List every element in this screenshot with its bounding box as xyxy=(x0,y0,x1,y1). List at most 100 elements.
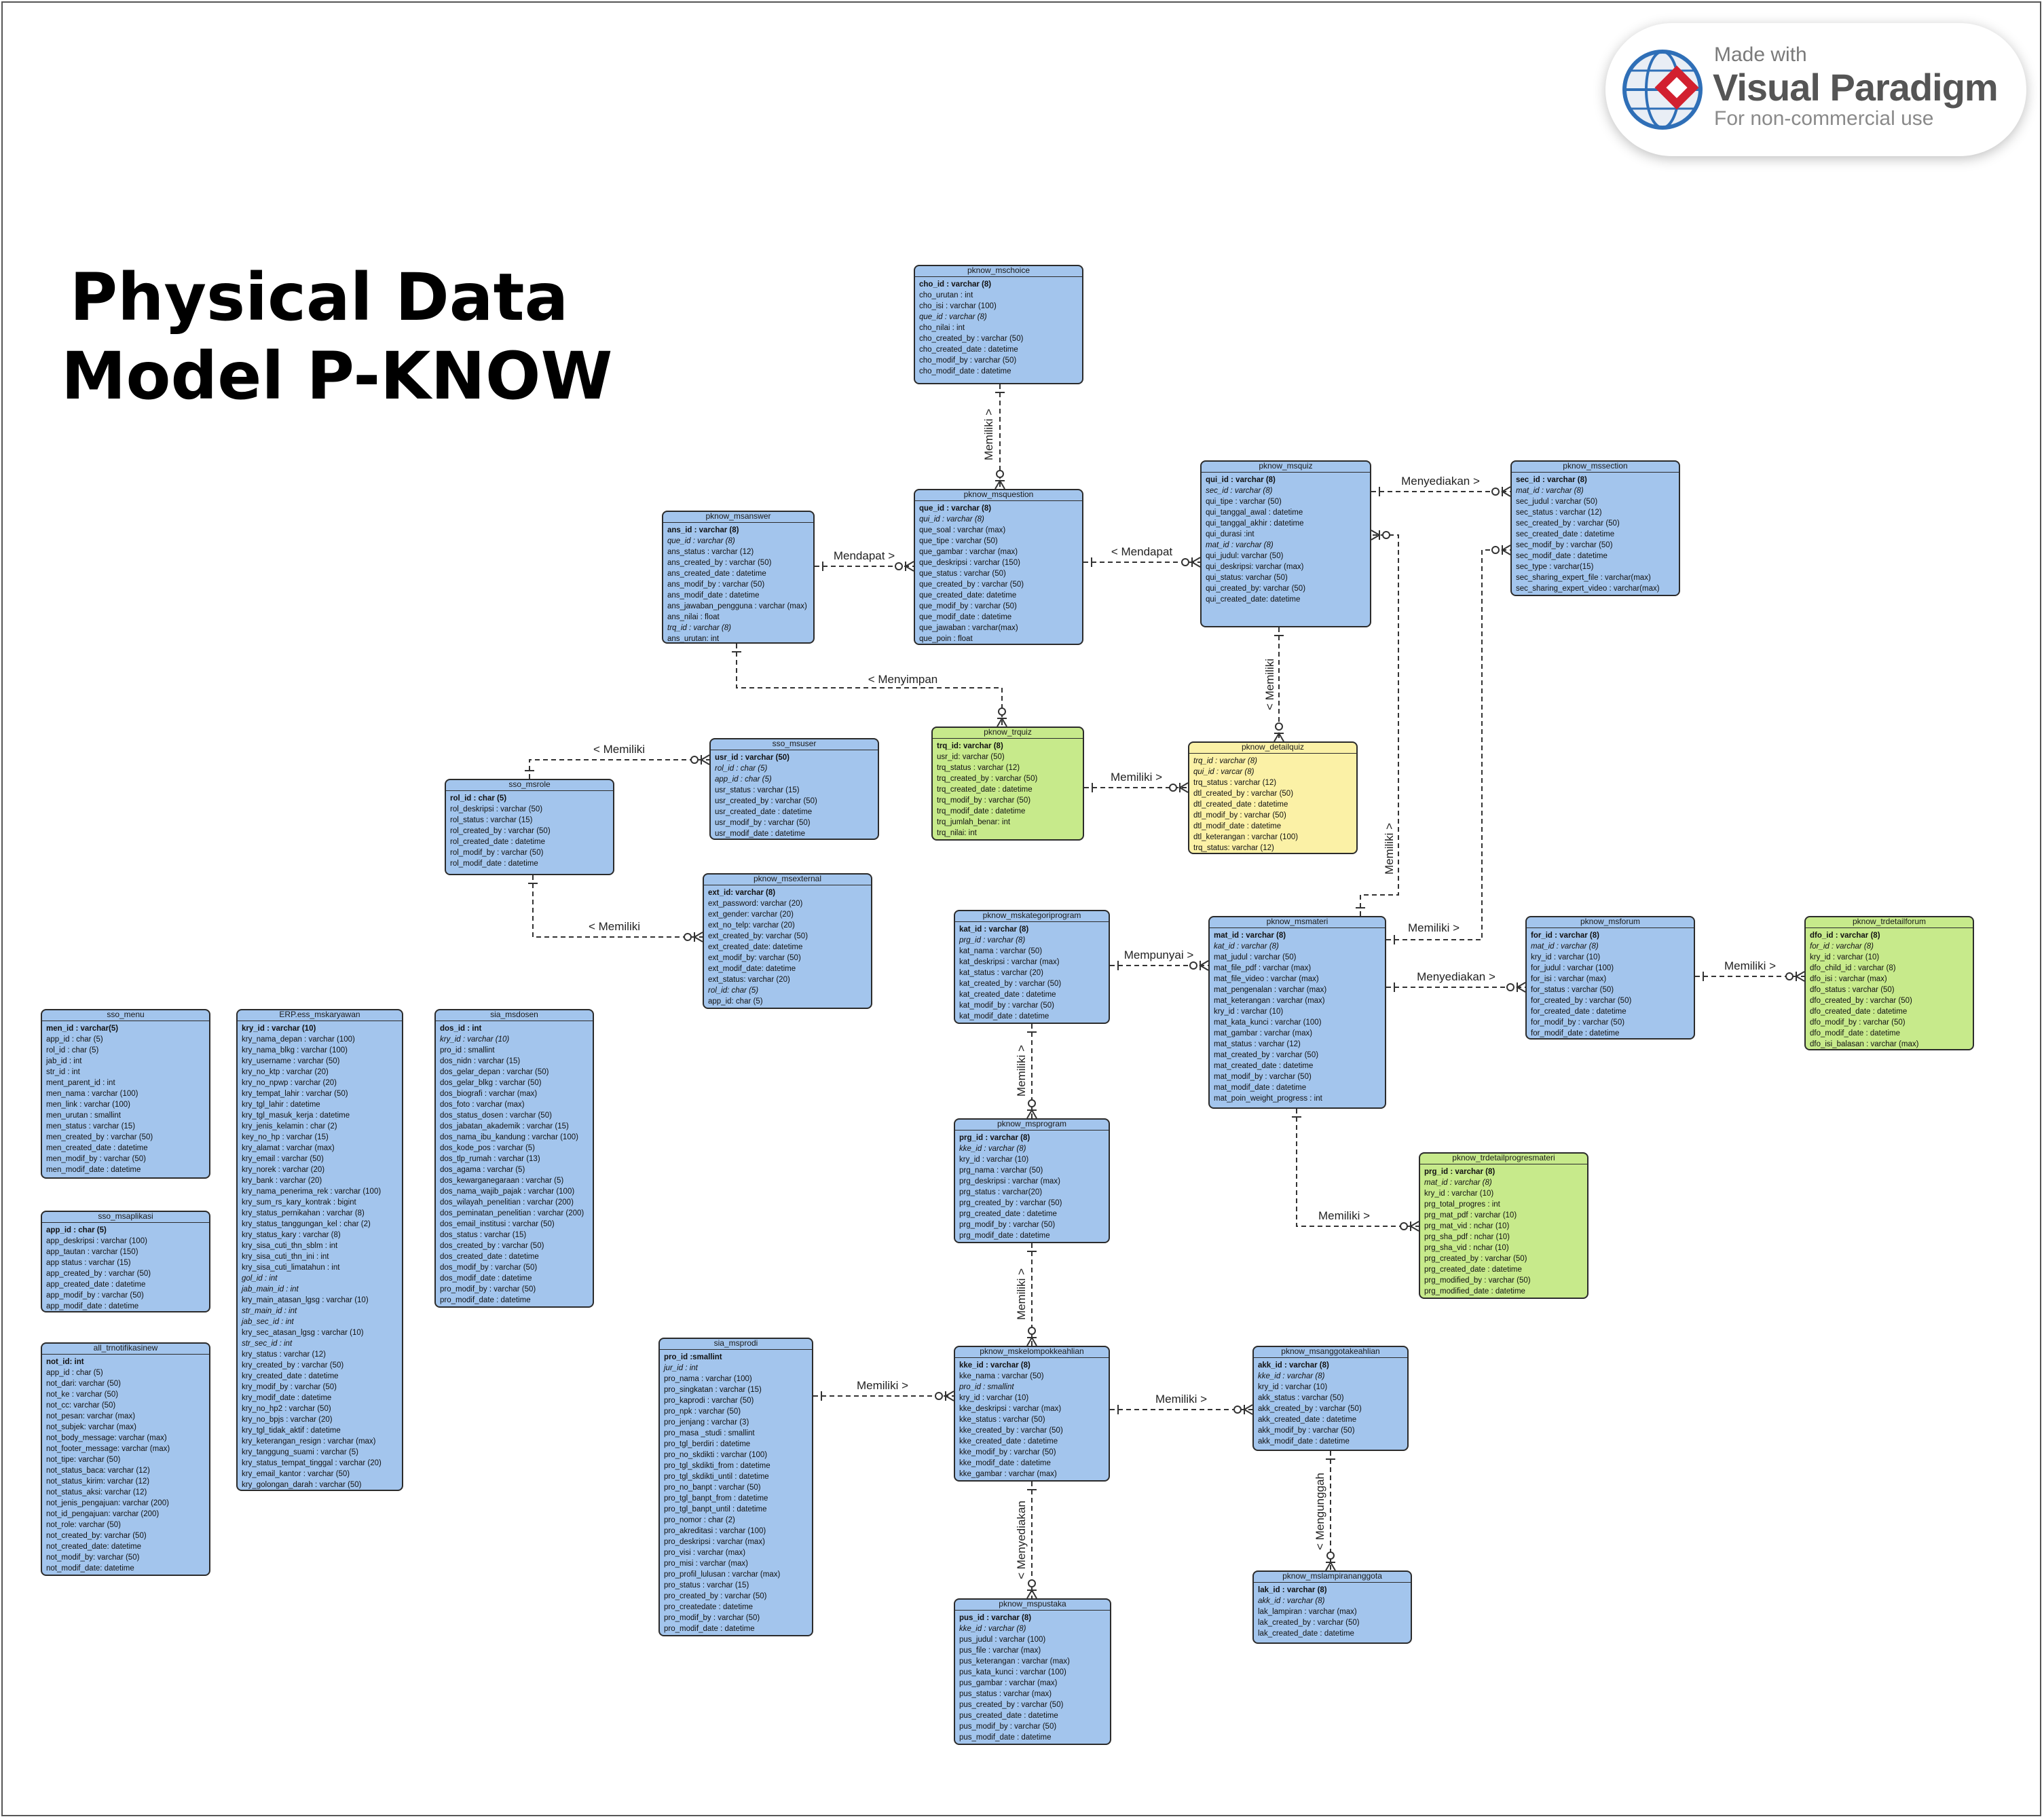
foreign-key-field: akk_id : varchar (8) xyxy=(1258,1597,1325,1605)
entity-field: rol_id : char (5) xyxy=(46,1046,99,1054)
primary-key-field: for_id : varchar (8) xyxy=(1531,932,1599,940)
entity-field: not_footer_message: varchar (max) xyxy=(46,1445,170,1453)
entity-field: trq_status : varchar (12) xyxy=(937,764,1020,772)
entity-field: akk_modif_by : varchar (50) xyxy=(1258,1427,1355,1435)
entity-field: mat_poin_weight_progress : int xyxy=(1214,1095,1322,1103)
entity-field: for_judul : varchar (100) xyxy=(1531,964,1614,972)
field-list: kry_id : varchar (10)kry_nama_depan : va… xyxy=(238,1021,402,1490)
entity-field: ans_jawaban_pengguna : varchar (max) xyxy=(667,602,807,610)
entity-field: lak_created_date : datetime xyxy=(1258,1630,1354,1638)
entity-field: que_modif_by : varchar (50) xyxy=(919,602,1017,610)
entity-field: kat_modif_date : datetime xyxy=(959,1012,1049,1021)
relationship-line[interactable] xyxy=(736,644,1003,727)
entity-field: men_urutan : smallint xyxy=(46,1111,121,1120)
entity-field: kry_tanggung_suami : varchar (5) xyxy=(242,1448,358,1456)
entity-field: qui_deskripsi: varchar (max) xyxy=(1206,563,1304,571)
entity-field: cho_isi : varchar (100) xyxy=(919,302,997,310)
entity-field: men_status : varchar (15) xyxy=(46,1122,136,1131)
entity-field: for_isi : varchar (max) xyxy=(1531,975,1607,983)
primary-key-field: men_id : varchar(5) xyxy=(46,1025,119,1033)
entity-field: sec_judul : varchar (50) xyxy=(1516,498,1598,506)
entity-field: que_created_date: datetime xyxy=(919,591,1017,600)
entity-field: cho_nilai : int xyxy=(919,324,965,332)
entity-field: not_jenis_pengajuan: varchar (200) xyxy=(46,1499,169,1507)
entity-field: dos_tlp_rumah : varchar (13) xyxy=(440,1155,540,1163)
relationship-label: Mendapat > xyxy=(834,549,895,562)
entity-field: app_created_date : datetime xyxy=(46,1281,146,1289)
foreign-key-field: str_main_id : int xyxy=(242,1307,297,1315)
relationship-line[interactable] xyxy=(529,759,709,779)
relationship-line[interactable] xyxy=(1296,1109,1419,1227)
field-list: trq_id : varchar (8)qui_id : varcar (8)t… xyxy=(1189,754,1356,853)
crows-foot-mark xyxy=(1026,1589,1037,1599)
primary-key-field: not_id: int xyxy=(46,1358,84,1366)
entity-field: pro_singkatan : varchar (15) xyxy=(664,1386,762,1394)
relationship-line[interactable] xyxy=(532,875,703,938)
foreign-key-field: kry_id : varchar (10) xyxy=(440,1035,510,1044)
entity-field: prg_created_by : varchar (50) xyxy=(959,1199,1062,1207)
entity-field: kry_nama_penerima_rek : varchar (100) xyxy=(242,1188,382,1196)
entity-field: kry_status_kary : varchar (8) xyxy=(242,1231,341,1239)
field-list: kat_id : varchar (8)prg_id : varchar (8)… xyxy=(955,922,1109,1022)
foreign-key-field: jab_main_id : int xyxy=(242,1285,299,1293)
entity-name: sso_msrole xyxy=(446,780,613,791)
entity-field: pro_tgl_berdiri : datetime xyxy=(664,1440,751,1448)
entity-name: pknow_mspustaka xyxy=(955,1600,1110,1611)
visual-paradigm-watermark: Made with Visual Paradigm For non-commer… xyxy=(1605,23,2026,156)
entity-field: kke_modif_by : varchar (50) xyxy=(959,1448,1056,1456)
entity-field: not_id_pengajuan: varchar (200) xyxy=(46,1510,160,1518)
entity-field: app_modif_by : varchar (50) xyxy=(46,1291,144,1300)
entity-field: men_link : varchar (100) xyxy=(46,1101,130,1109)
relationship-line[interactable] xyxy=(1386,549,1510,940)
entity-field: ans_created_by : varchar (50) xyxy=(667,559,772,567)
field-list: kke_id : varchar (8)kke_nama : varchar (… xyxy=(955,1358,1109,1480)
entity-field: men_nama : varchar (100) xyxy=(46,1090,138,1098)
entity-field: kke_nama : varchar (50) xyxy=(959,1372,1044,1380)
entity-field: kry_sisa_cuti_limatahun : int xyxy=(242,1264,340,1272)
entity-field: dfo_isi_balasan : varchar (max) xyxy=(1810,1040,1919,1048)
entity-field: akk_created_date : datetime xyxy=(1258,1416,1357,1424)
entity-field: kry_main_atasan_lgsg : varchar (10) xyxy=(242,1296,369,1304)
entity-field: kry_no_ktp : varchar (20) xyxy=(242,1068,329,1076)
entity-field: que_deskripsi : varchar (150) xyxy=(919,559,1020,567)
crows-foot-mark xyxy=(1199,960,1209,971)
cardinality-zero-mark xyxy=(935,1392,943,1400)
entity-field: not_subjek: varchar (max) xyxy=(46,1423,136,1431)
entity-field: dos_status : varchar (15) xyxy=(440,1231,527,1239)
primary-key-field: pro_id :smallint xyxy=(664,1353,722,1361)
entity-field: dos_biografi : varchar (max) xyxy=(440,1090,538,1098)
entity-field: que_created_by : varchar (50) xyxy=(919,581,1024,589)
entity-field: dos_jabatan_akademik : varchar (15) xyxy=(440,1122,569,1131)
relationship-label: < Mendapat xyxy=(1111,545,1173,558)
entity-field: key_no_hp : varchar (15) xyxy=(242,1133,329,1141)
crows-foot-mark xyxy=(1516,982,1526,993)
entity-field: ext_modif_date: datetime xyxy=(708,965,796,973)
